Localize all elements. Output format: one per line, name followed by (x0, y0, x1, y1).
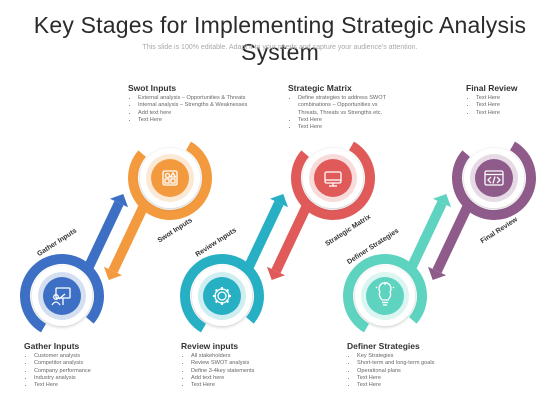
stage-ring-gather (20, 254, 104, 338)
list-item: Industry analysis (34, 375, 139, 382)
stage-block-strategic: Strategic Matrix Define strategies to ad… (288, 83, 396, 131)
stage-arrow-shaft-swot (108, 200, 150, 274)
stage-list-review: All stakeholdersReview SWOT analysisDefi… (181, 353, 291, 389)
list-item: Add text here (191, 375, 291, 382)
stage-strategic: Strategic Matrix (266, 136, 375, 281)
arrow-label-final: Final Review (479, 216, 519, 245)
list-item: Competitor analysis (34, 360, 139, 367)
monitor-icon (324, 171, 342, 187)
stage-core-swot (151, 159, 189, 197)
gear-icon (213, 287, 231, 305)
stage-heading-strategic: Strategic Matrix (288, 83, 352, 93)
list-item: Internal analysis – Strengths & Weakness… (138, 102, 248, 109)
stage-arrow-shaft-final (432, 200, 474, 274)
code-window-icon (484, 170, 504, 186)
stage-heading-definer: Definer Strategies (347, 341, 420, 351)
arrow-label-swot: Swot Inputs (157, 217, 194, 245)
list-item: Add text here (138, 110, 248, 117)
list-item: Short-term and long-term goals (357, 360, 437, 367)
list-item: Review SWOT analysis (191, 360, 291, 367)
list-item: Text Here (191, 382, 291, 389)
stage-list-final: Text HereText HereText Here (466, 95, 556, 117)
arrow-label-gather: Gather Inputs (36, 227, 78, 258)
presentation-icon (51, 287, 71, 306)
stage-core-definer (366, 277, 404, 315)
list-item: Define strategies to address SWOT combin… (298, 95, 396, 117)
page-subtitle: This slide is 100% editable. Adapt it to… (142, 44, 418, 51)
list-item: Text Here (298, 117, 396, 124)
stage-ring-review (180, 254, 265, 338)
list-item: Text Here (476, 102, 556, 109)
stage-list-definer: Key StrategiesShort-term and long-term g… (347, 353, 437, 389)
stage-list-swot: External analysis – Opportunities & Thre… (128, 95, 248, 124)
stage-arrowhead-strategic (266, 266, 286, 281)
page-title: Key Stages for Implementing Strategic An… (33, 12, 527, 65)
arrow-label-review: Review Inputs (195, 227, 238, 259)
stage-arrow-shaft-strategic (271, 200, 313, 274)
stage-block-review: Review inputs All stakeholdersReview SWO… (181, 341, 291, 389)
stage-heading-swot: Swot Inputs (128, 83, 177, 93)
list-item: Define 3-4key statements (191, 368, 291, 375)
list-item: Text Here (476, 95, 556, 102)
list-item: External analysis – Opportunities & Thre… (138, 95, 248, 102)
stage-arrow-shaft-gather (82, 200, 124, 274)
list-item: Company performance (34, 368, 139, 375)
stage-block-gather: Gather Inputs Customer analysisCompetito… (24, 341, 139, 389)
stage-arrowhead-gather (109, 193, 129, 208)
stage-ring-strategic (291, 136, 375, 220)
stage-ring-final (452, 135, 536, 220)
stage-block-final: Final Review Text HereText HereText Here (466, 83, 556, 117)
stage-ring-swot (128, 136, 212, 220)
stage-list-gather: Customer analysisCompetitor analysisComp… (24, 353, 139, 389)
list-item: Operational plans (357, 368, 437, 375)
stage-arrowhead-final (427, 266, 447, 281)
stage-ring-definer (343, 254, 427, 338)
stage-arrowhead-swot (103, 266, 123, 281)
list-item: Key Strategies (357, 353, 437, 360)
stage-core-review (203, 277, 241, 315)
stage-arrowhead-review (269, 193, 289, 208)
stage-heading-gather: Gather Inputs (24, 341, 80, 351)
list-item: Text Here (476, 110, 556, 117)
stage-list-strategic: Define strategies to address SWOT combin… (288, 95, 396, 131)
stage-core-strategic (314, 159, 352, 197)
stage-block-swot: Swot Inputs External analysis – Opportun… (128, 83, 248, 124)
shapes-icon (162, 170, 178, 186)
list-item: Text Here (357, 375, 437, 382)
list-item: All stakeholders (191, 353, 291, 360)
list-item: Text Here (138, 117, 248, 124)
list-item: Text Here (298, 124, 396, 131)
stage-arrowhead-definer (432, 193, 452, 208)
list-item: Customer analysis (34, 353, 139, 360)
lightbulb-icon (375, 282, 395, 306)
stage-heading-review: Review inputs (181, 341, 239, 351)
list-item: Text Here (34, 382, 139, 389)
stage-arrow-shaft-review (242, 200, 284, 274)
stage-block-definer: Definer Strategies Key StrategiesShort-t… (347, 341, 437, 389)
stage-heading-final: Final Review (466, 83, 518, 93)
list-item: Text Here (357, 382, 437, 389)
stage-arrow-shaft-definer (405, 200, 447, 274)
stage-final: Final Review (427, 135, 536, 281)
